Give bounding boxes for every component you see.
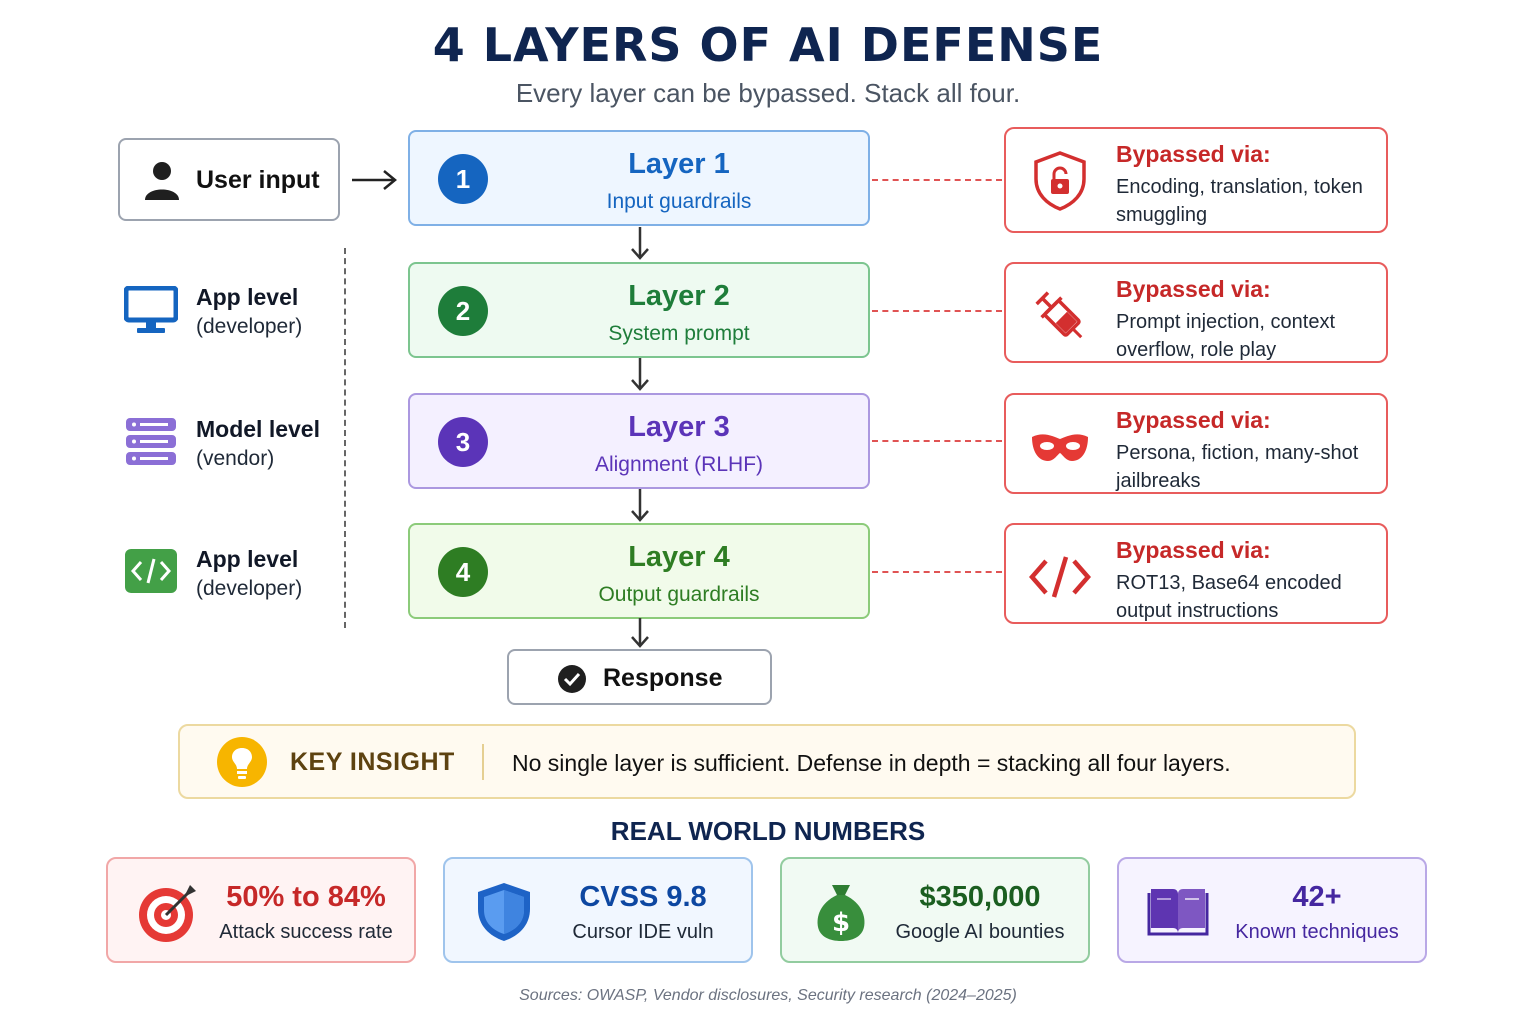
bypass-connector-4 (872, 571, 1002, 573)
level-sub-2: (vendor) (196, 447, 275, 470)
target-icon (139, 885, 196, 942)
book-icon (1147, 889, 1209, 936)
stat-card-1: 50% to 84% Attack success rate (106, 857, 416, 963)
bypass-box-4: Bypassed via: ROT13, Base64 encoded outp… (1004, 523, 1388, 624)
layer-3-sub: Alignment (RLHF) (594, 453, 764, 476)
level-sub-1: (developer) (196, 315, 303, 338)
user-input-box: User input (118, 138, 340, 221)
bypass-text-2: Prompt injection, context overflow, role… (1116, 311, 1335, 361)
response-label: Response (603, 664, 723, 692)
layer-2-name: Layer 2 (628, 280, 730, 312)
key-insight-divider (482, 744, 484, 780)
stat-value-2: CVSS 9.8 (579, 881, 707, 913)
bypass-box-3: Bypassed via: Persona, fiction, many-sho… (1004, 393, 1388, 494)
layer-3-number: 3 (438, 417, 488, 467)
bypass-heading-1: Bypassed via: (1116, 141, 1271, 167)
layer-4-number: 4 (438, 547, 488, 597)
key-insight-label: KEY INSIGHT (290, 748, 455, 776)
level-title-3: App level (196, 546, 299, 572)
arrow-down-icon (631, 489, 649, 522)
stat-card-2: CVSS 9.8 Cursor IDE vuln (443, 857, 753, 963)
stat-label-4: Known techniques (1235, 921, 1399, 943)
bypass-text-4: ROT13, Base64 encoded output instruction… (1116, 572, 1342, 622)
bypass-heading-2: Bypassed via: (1116, 276, 1271, 302)
layer-4-box: 4 Layer 4 Output guardrails (408, 523, 870, 619)
sources-footnote: Sources: OWASP, Vendor disclosures, Secu… (519, 987, 1017, 1004)
code-brackets-icon (1029, 556, 1091, 598)
code-icon (125, 549, 177, 593)
layer-1-box: 1 Layer 1 Input guardrails (408, 130, 870, 226)
bypass-box-1: Bypassed via: Encoding, translation, tok… (1004, 127, 1388, 233)
svg-text:$: $ (832, 908, 850, 938)
shield-lock-icon (1034, 151, 1086, 211)
syringe-icon (1035, 291, 1083, 339)
key-insight-text: No single layer is sufficient. Defense i… (512, 750, 1231, 776)
bypass-connector-2 (872, 310, 1002, 312)
stat-value-3: $350,000 (919, 881, 1041, 913)
bypass-text-3: Persona, fiction, many-shot jailbreaks (1116, 442, 1359, 492)
level-title-1: App level (196, 284, 299, 310)
stat-card-4: 42+ Known techniques (1117, 857, 1427, 963)
arrow-down-icon (631, 618, 649, 648)
stat-label-1: Attack success rate (219, 921, 393, 943)
layer-2-sub: System prompt (608, 322, 750, 345)
stat-label-3: Google AI bounties (895, 921, 1065, 943)
shield-icon (478, 883, 530, 941)
bypass-text-1: Encoding, translation, token smuggling (1116, 176, 1363, 226)
layer-3-box: 3 Layer 3 Alignment (RLHF) (408, 393, 870, 489)
money-bag-icon: $ (817, 885, 865, 941)
numbers-heading: REAL WORLD NUMBERS (610, 816, 926, 846)
stat-value-1: 50% to 84% (226, 881, 386, 913)
user-icon (145, 162, 179, 200)
bypass-connector-1 (872, 179, 1002, 181)
layer-1-name: Layer 1 (628, 148, 730, 180)
key-insight-banner: KEY INSIGHT No single layer is sufficien… (178, 724, 1356, 799)
bypass-connector-3 (872, 440, 1002, 442)
server-icon (126, 418, 176, 465)
stat-card-3: $ $350,000 Google AI bounties (780, 857, 1090, 963)
layer-4-sub: Output guardrails (598, 583, 760, 606)
layer-3-name: Layer 3 (628, 411, 730, 443)
level-sub-3: (developer) (196, 577, 303, 600)
arrow-down-icon (631, 227, 649, 260)
layer-4-name: Layer 4 (628, 541, 730, 573)
check-circle-icon (558, 665, 586, 693)
bypass-heading-3: Bypassed via: (1116, 407, 1271, 433)
arrow-right-icon (352, 170, 397, 190)
layer-1-sub: Input guardrails (606, 190, 752, 213)
stat-label-2: Cursor IDE vuln (572, 921, 714, 943)
layer-1-number: 1 (438, 154, 488, 204)
bypass-heading-4: Bypassed via: (1116, 537, 1271, 563)
monitor-icon (124, 286, 178, 333)
user-input-label: User input (196, 166, 320, 194)
bypass-box-2: Bypassed via: Prompt injection, context … (1004, 262, 1388, 363)
stat-value-4: 42+ (1292, 881, 1342, 913)
layer-2-box: 2 Layer 2 System prompt (408, 262, 870, 358)
mask-icon (1032, 434, 1088, 461)
page-subtitle: Every layer can be bypassed. Stack all f… (515, 78, 1021, 108)
layer-2-number: 2 (438, 286, 488, 336)
level-title-2: Model level (196, 416, 320, 442)
arrow-down-icon (631, 358, 649, 391)
lightbulb-icon (217, 737, 267, 787)
level-divider (344, 248, 346, 628)
page-title: 4 LAYERS OF AI DEFENSE (432, 18, 1104, 72)
response-box: Response (507, 649, 772, 705)
